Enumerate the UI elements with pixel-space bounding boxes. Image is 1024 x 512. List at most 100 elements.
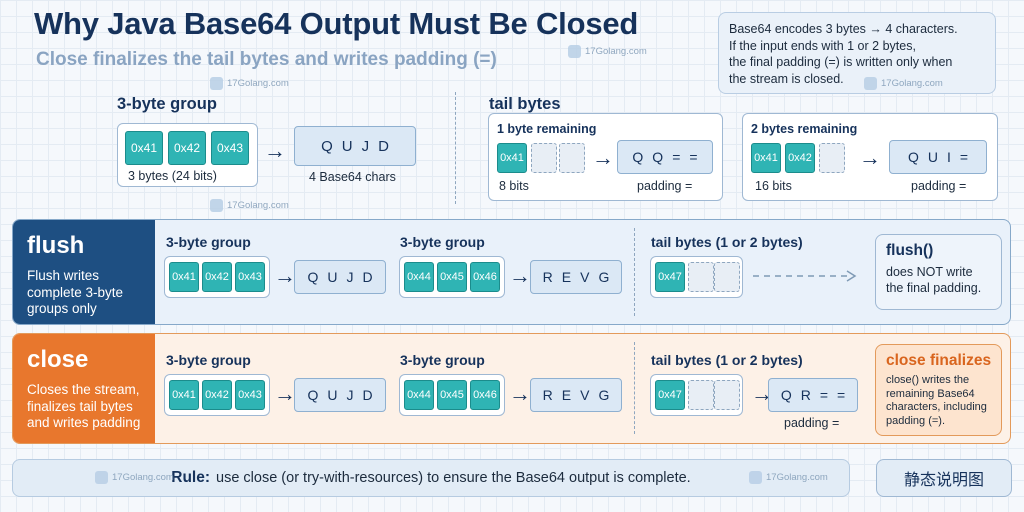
bits-label: 16 bits — [755, 179, 792, 193]
byte-cell: 0x41 — [125, 131, 163, 165]
close-title: close — [27, 346, 89, 373]
empty-byte-slot — [688, 380, 714, 410]
watermark-logo-icon — [864, 77, 877, 90]
watermark: 17Golang.com — [864, 77, 943, 90]
byte-cell: 0x47 — [655, 380, 685, 410]
watermark-logo-icon — [568, 45, 581, 58]
byte-cell: 0x43 — [211, 131, 249, 165]
output-chars: QR== — [768, 378, 858, 412]
empty-byte-slot — [714, 262, 740, 292]
watermark-logo-icon — [95, 471, 108, 484]
byte-cell: 0x46 — [470, 380, 500, 410]
empty-byte-slot — [714, 380, 740, 410]
byte-cell: 0x45 — [437, 380, 467, 410]
close-group2-panel: 0x44 0x45 0x46 — [399, 374, 505, 416]
byte-cell: 0x44 — [404, 380, 434, 410]
close-group1-header: 3-byte group — [166, 352, 251, 368]
tail-one-panel: 1 byte remaining 0x41 → QQ== 8 bits padd… — [488, 113, 723, 201]
output-chars: REVG — [530, 260, 622, 294]
byte-cell: 0x42 — [202, 262, 232, 292]
watermark-logo-icon — [749, 471, 762, 484]
watermark-logo-icon — [210, 199, 223, 212]
rule-label: Rule: — [171, 469, 211, 486]
byte-cell: 0x41 — [169, 262, 199, 292]
divider — [634, 228, 635, 316]
flush-tail-header: tail bytes (1 or 2 bytes) — [651, 234, 803, 250]
output-chars: QUJD — [294, 378, 386, 412]
arrow-right-icon: → — [274, 381, 296, 406]
output-chars: QUJD — [294, 126, 416, 166]
group-caption: 3 bytes (24 bits) — [128, 169, 217, 183]
byte-cell: 0x42 — [202, 380, 232, 410]
flush-group2-panel: 0x44 0x45 0x46 — [399, 256, 505, 298]
byte-cell: 0x46 — [470, 262, 500, 292]
flush-result-box: flush() does NOT write the final padding… — [875, 234, 1002, 310]
tail-two-header: 2 bytes remaining — [751, 122, 858, 136]
output-chars: QQ== — [617, 140, 713, 174]
top-group-header: 3-byte group — [117, 95, 217, 113]
arrow-right-icon: → — [264, 138, 286, 163]
watermark: 17Golang.com — [210, 77, 289, 90]
divider — [455, 92, 456, 204]
byte-cell: 0x42 — [785, 143, 815, 173]
byte-cell: 0x47 — [655, 262, 685, 292]
close-group1-panel: 0x41 0x42 0x43 — [164, 374, 270, 416]
arrow-right-icon: → — [751, 381, 773, 406]
flush-group1-header: 3-byte group — [166, 234, 251, 250]
byte-cell: 0x42 — [168, 131, 206, 165]
byte-cell: 0x41 — [169, 380, 199, 410]
note-line: If the input ends with 1 or 2 bytes, — [729, 38, 916, 53]
empty-byte-slot — [819, 143, 845, 173]
flush-tail-panel: 0x47 — [650, 256, 743, 298]
byte-cell: 0x43 — [235, 380, 265, 410]
note-line: Base64 encodes 3 bytes → 4 characters. — [729, 22, 958, 36]
output-chars: QUI= — [889, 140, 987, 174]
byte-cell: 0x45 — [437, 262, 467, 292]
padding-label: padding = — [784, 416, 840, 430]
close-band: close Closes the stream, finalizes tail … — [12, 333, 1011, 444]
divider — [634, 342, 635, 434]
watermark: 17Golang.com — [749, 471, 828, 484]
arrow-right-icon: → — [859, 145, 881, 170]
flush-result-title: flush() — [886, 242, 934, 259]
note-line: the final padding (=) is written only wh… — [729, 55, 953, 69]
static-diagram-button[interactable]: 静态说明图 — [876, 459, 1012, 497]
close-group2-header: 3-byte group — [400, 352, 485, 368]
page-subtitle: Close finalizes the tail bytes and write… — [36, 49, 497, 70]
tail-header: tail bytes — [489, 95, 561, 113]
padding-label: padding = — [911, 179, 967, 193]
flush-group1-panel: 0x41 0x42 0x43 — [164, 256, 270, 298]
arrow-right-icon: → — [509, 381, 531, 406]
byte-cell: 0x43 — [235, 262, 265, 292]
top-group-panel: 0x41 0x42 0x43 3 bytes (24 bits) — [117, 123, 258, 187]
byte-cell: 0x41 — [751, 143, 781, 173]
bits-label: 8 bits — [499, 179, 529, 193]
empty-byte-slot — [688, 262, 714, 292]
dashed-arrow-icon — [753, 270, 857, 282]
tail-one-header: 1 byte remaining — [497, 122, 597, 136]
rule-text: use close (or try-with-resources) to ens… — [216, 470, 691, 486]
rule-bar: 17Golang.com Rule: use close (or try-wit… — [12, 459, 850, 497]
close-result-box: close finalizes close() writes the remai… — [875, 344, 1002, 436]
output-chars: QUJD — [294, 260, 386, 294]
watermark-logo-icon — [210, 77, 223, 90]
arrow-right-icon: → — [592, 145, 614, 170]
flush-side-panel: flush Flush writes complete 3-byte group… — [13, 220, 155, 324]
flush-title: flush — [27, 232, 85, 259]
page-title: Why Java Base64 Output Must Be Closed — [34, 6, 639, 41]
watermark: 17Golang.com — [568, 45, 647, 58]
output-caption: 4 Base64 chars — [309, 170, 396, 184]
padding-label: padding = — [637, 179, 693, 193]
close-tail-header: tail bytes (1 or 2 bytes) — [651, 352, 803, 368]
close-desc: Closes the stream, finalizes tail bytes … — [27, 382, 141, 430]
arrow-right-icon: → — [274, 263, 296, 288]
flush-band: flush Flush writes complete 3-byte group… — [12, 219, 1011, 325]
tail-two-panel: 2 bytes remaining 0x41 0x42 → QUI= 16 bi… — [742, 113, 998, 201]
empty-byte-slot — [531, 143, 557, 173]
info-note: Base64 encodes 3 bytes → 4 characters. I… — [718, 12, 996, 94]
note-line: the stream is closed. — [729, 71, 844, 86]
byte-cell: 0x44 — [404, 262, 434, 292]
output-chars: REVG — [530, 378, 622, 412]
watermark: 17Golang.com — [95, 471, 174, 484]
close-result-title: close finalizes — [886, 352, 992, 369]
